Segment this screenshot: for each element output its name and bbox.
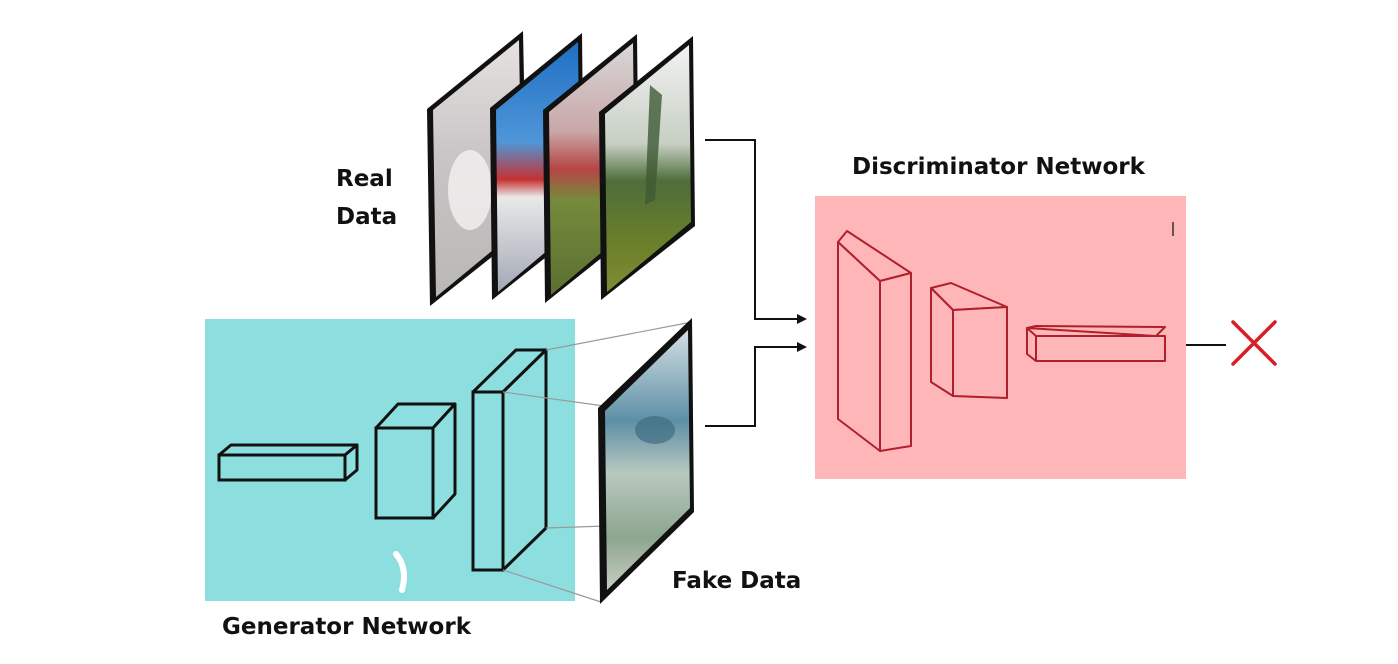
generator-block-3 [471, 348, 548, 572]
real-data-arrow [705, 139, 807, 324]
discriminator-block-1 [837, 230, 912, 452]
x-mark-icon [1231, 320, 1277, 366]
generator-panel-mark [393, 551, 407, 593]
real-data-label-line-2: Data [336, 204, 398, 230]
fake-data-arrow [705, 342, 807, 427]
fake-data-image [598, 318, 694, 604]
discriminator-block-2 [930, 282, 1008, 399]
real-data-label-line-1: Real [336, 166, 393, 192]
generator-block-1 [217, 443, 359, 482]
generator-network-label: Generator Network [222, 614, 471, 640]
generator-projection-lines [502, 321, 693, 603]
real-data-stack [427, 31, 695, 306]
discriminator-block-3 [1026, 325, 1166, 362]
fake-data-label: Fake Data [672, 568, 802, 594]
generator-block-2 [374, 402, 457, 520]
real-image-4 [599, 36, 695, 300]
real-data-label: Real Data [336, 160, 416, 236]
discriminator-network-label: Discriminator Network [852, 154, 1145, 180]
